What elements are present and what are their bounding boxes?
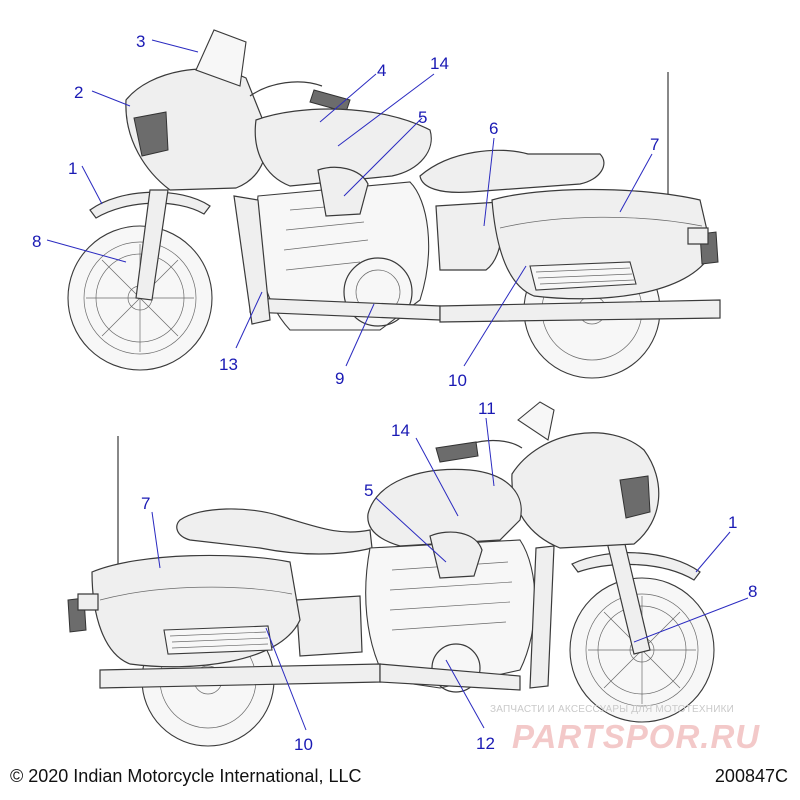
callout-10: 10: [294, 735, 313, 754]
callout-14: 14: [391, 421, 410, 440]
callouts-bottom: 14 11 5 7 1 8 10 12: [141, 399, 757, 754]
callout-13: 13: [219, 355, 238, 374]
diagram-part-number: 200847C: [714, 766, 788, 786]
callout-3: 3: [136, 32, 145, 51]
callout-4: 4: [377, 61, 386, 80]
watermark-tagline: ЗАПЧАСТИ И АКСЕССУАРЫ ДЛЯ МОТОТЕХНИКИ: [490, 704, 735, 715]
callout-7: 7: [141, 494, 150, 513]
callout-8: 8: [748, 582, 757, 601]
callout-1: 1: [728, 513, 737, 532]
callout-7: 7: [650, 135, 659, 154]
callouts-top: 3 2 1 8 4 14 5 6 7 13 9 10: [32, 32, 659, 390]
callout-10: 10: [448, 371, 467, 390]
callout-2: 2: [74, 83, 83, 102]
motorcycle-bottom-view: [67, 401, 715, 747]
callout-5: 5: [364, 481, 373, 500]
leader-lines-bottom: [151, 417, 749, 731]
callout-9: 9: [335, 369, 344, 388]
callout-8: 8: [32, 232, 41, 251]
motorcycle-top-view: [67, 29, 721, 379]
callout-12: 12: [476, 734, 495, 753]
watermark-logo: PARTSPOR.RU: [512, 718, 761, 755]
callout-11: 11: [478, 399, 496, 418]
callout-14: 14: [430, 54, 449, 73]
callout-1: 1: [68, 159, 77, 178]
leader-lines-top: [46, 39, 653, 367]
callout-5: 5: [418, 108, 427, 127]
copyright-notice: © 2020 Indian Motorcycle International, …: [10, 766, 362, 786]
callout-6: 6: [489, 119, 498, 138]
